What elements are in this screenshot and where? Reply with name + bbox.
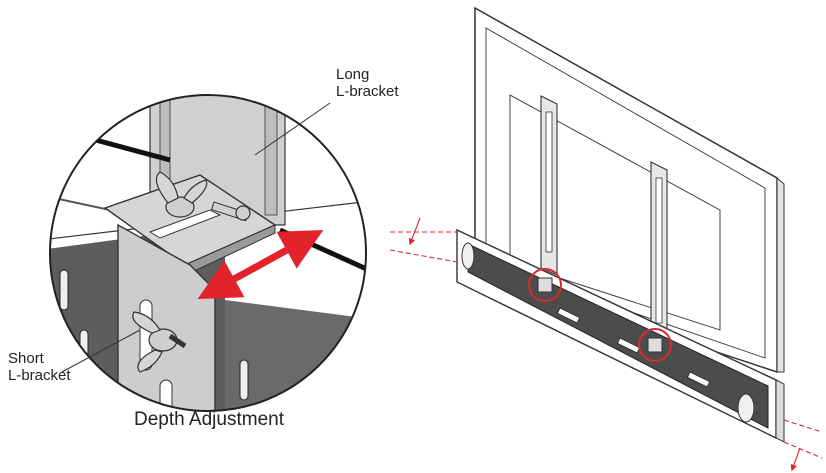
wing-nut-icon [155,171,251,222]
highlight-circle-left [528,268,562,302]
short-bracket-label-line2: L-bracket [8,367,71,384]
dashed-guides [389,217,823,472]
tv-bracket-left [540,95,558,276]
highlight-circle-right [638,328,672,362]
tv-assembly [389,6,823,472]
long-bracket-label-line2: L-bracket [336,83,399,100]
long-bracket-label: Long L-bracket [336,66,399,100]
short-bracket-label: Short L-bracket [8,350,71,384]
depth-arrow [197,229,324,300]
diagram-caption: Depth Adjustment [134,409,284,430]
zoom-detail [49,94,367,412]
long-bracket-leader [254,102,331,156]
short-bracket-leader [61,329,141,373]
zoom-circle [49,94,367,412]
long-bracket-label-line1: Long [336,66,370,83]
short-bracket-label-line1: Short [8,350,44,367]
soundbar-grille-right [225,300,366,411]
wing-nut-icon [132,311,187,373]
tv-bracket-right [650,161,668,346]
